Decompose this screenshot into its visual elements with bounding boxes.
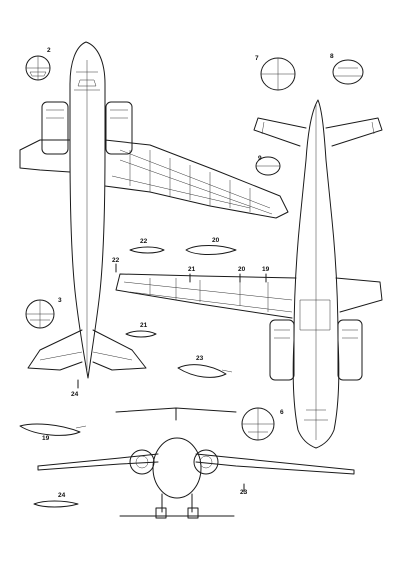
section-6 — [241, 407, 275, 441]
part-24 — [33, 500, 79, 508]
callout-9: 9 — [258, 155, 262, 162]
callout-3: 3 — [58, 297, 62, 304]
part-19 — [19, 423, 81, 436]
part-23 — [177, 364, 227, 378]
callout-7: 7 — [255, 55, 259, 62]
callout-2: 2 — [47, 47, 51, 54]
callout-6: 6 — [280, 409, 284, 416]
section-views — [25, 55, 364, 441]
part-20 — [185, 245, 237, 255]
section-8 — [332, 59, 364, 85]
section-9 — [255, 156, 281, 176]
part-21 — [125, 330, 157, 338]
callout-19a: 19 — [262, 266, 270, 273]
section-2 — [25, 55, 51, 81]
callout-22b: 22 — [112, 257, 120, 264]
callout-19b: 19 — [42, 435, 50, 442]
callout-20b: 20 — [238, 266, 246, 273]
callout-8: 8 — [330, 53, 334, 60]
callout-23b: 23 — [240, 489, 248, 496]
callout-21b: 21 — [140, 322, 148, 329]
part-22 — [129, 246, 165, 254]
callout-24a: 24 — [71, 391, 79, 398]
front-view — [37, 407, 355, 519]
callout-24b: 24 — [58, 492, 66, 499]
part-details — [19, 245, 237, 508]
section-7 — [260, 57, 296, 91]
top-view-upper — [19, 41, 289, 379]
callout-labels: 2 7 8 9 22 20 22 21 20 19 3 21 23 24 6 1… — [42, 47, 334, 499]
section-3 — [25, 299, 55, 329]
callout-21a: 21 — [188, 266, 196, 273]
callout-22a: 22 — [140, 238, 148, 245]
callout-20a: 20 — [212, 237, 220, 244]
callout-23a: 23 — [196, 355, 204, 362]
top-view-right — [115, 99, 383, 449]
